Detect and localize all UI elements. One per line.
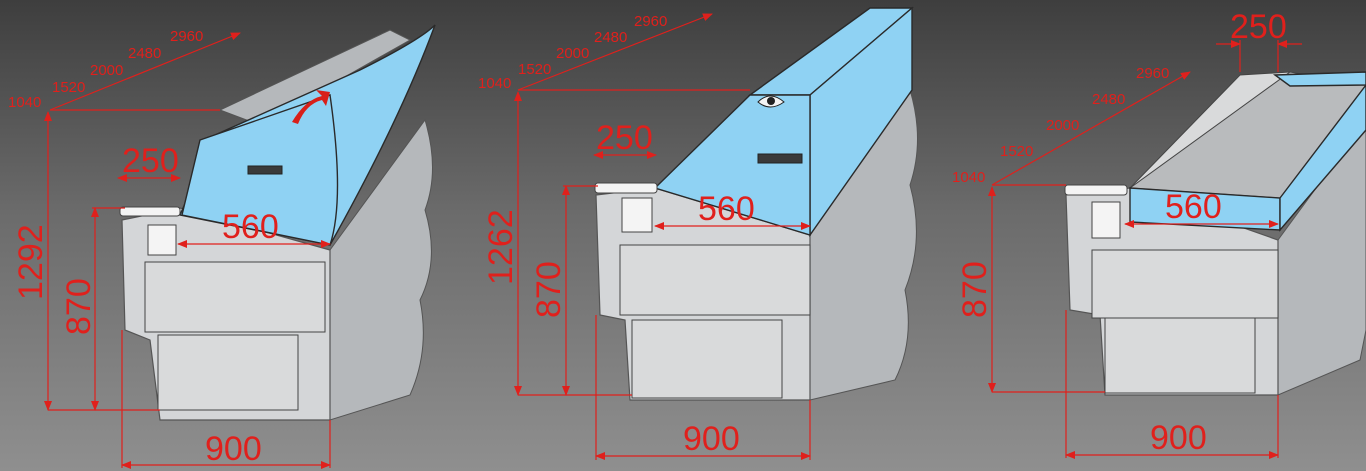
counter-body <box>329 118 433 421</box>
inner-depth-label: 560 <box>698 190 755 228</box>
shelf-depth-label: 250 <box>122 142 179 180</box>
length-label-2000: 2000 <box>90 62 123 79</box>
glass-rim-side <box>1279 83 1366 232</box>
open-direction-arrow-icon <box>292 90 330 124</box>
glass-front <box>653 94 811 236</box>
base-cabinet <box>1104 317 1256 394</box>
length-label-2480: 2480 <box>1092 91 1125 108</box>
width-label: 900 <box>205 430 262 468</box>
length-label-2000: 2000 <box>1046 117 1079 134</box>
base-cabinet <box>631 319 783 399</box>
height-counter-label: 870 <box>530 261 568 318</box>
width-label: 900 <box>683 420 740 458</box>
length-label-2480: 2480 <box>128 45 161 62</box>
length-label-1520: 1520 <box>1000 143 1033 160</box>
length-label-2960: 2960 <box>170 28 203 45</box>
shelf-top <box>1064 184 1128 196</box>
base-cabinet <box>157 334 299 411</box>
counter-body <box>809 88 918 401</box>
height-total-label: 1292 <box>12 224 50 300</box>
length-label-2480: 2480 <box>594 29 627 46</box>
handle-icon <box>247 165 283 175</box>
height-counter-label: 870 <box>60 278 98 335</box>
rim-width-label: 250 <box>1230 8 1287 46</box>
tray <box>147 224 177 256</box>
view-open-top: 250 1040 1520 2000 2480 2960 870 560 900 <box>952 8 1366 459</box>
length-dimension-line <box>517 13 713 91</box>
length-label-1040: 1040 <box>478 75 511 92</box>
tray <box>1091 201 1121 239</box>
glass-rim-back <box>1272 71 1366 87</box>
length-label-1520: 1520 <box>518 61 551 78</box>
length-label-1040: 1040 <box>8 94 41 111</box>
view-curved-glass: 1040 1520 2000 2480 2960 1292 870 250 56… <box>8 24 436 469</box>
front-inner <box>619 244 811 316</box>
front-inner <box>1091 249 1279 319</box>
handle-icon <box>757 153 803 164</box>
inner-depth-label: 560 <box>1165 188 1222 226</box>
length-dimension-line <box>49 32 241 111</box>
height-total-label: 1262 <box>482 209 520 285</box>
length-label-1040: 1040 <box>952 169 985 186</box>
front-inner <box>144 261 326 333</box>
length-label-1520: 1520 <box>52 79 85 96</box>
length-label-2960: 2960 <box>634 13 667 30</box>
height-counter-label: 870 <box>956 261 994 318</box>
top-roof <box>218 29 412 126</box>
shelf-depth-label: 250 <box>596 119 653 157</box>
shelf-top <box>594 182 658 194</box>
width-label: 900 <box>1150 419 1207 457</box>
length-label-2960: 2960 <box>1136 65 1169 82</box>
inner-depth-label: 560 <box>222 208 279 246</box>
length-dimension-line <box>991 71 1191 186</box>
view-straight-glass: 1040 1520 2000 2480 2960 1262 870 250 56… <box>478 6 918 460</box>
length-label-2000: 2000 <box>556 45 589 62</box>
tray <box>621 197 653 233</box>
rotate-hinge-icon <box>757 95 785 108</box>
shelf-top <box>119 206 181 217</box>
